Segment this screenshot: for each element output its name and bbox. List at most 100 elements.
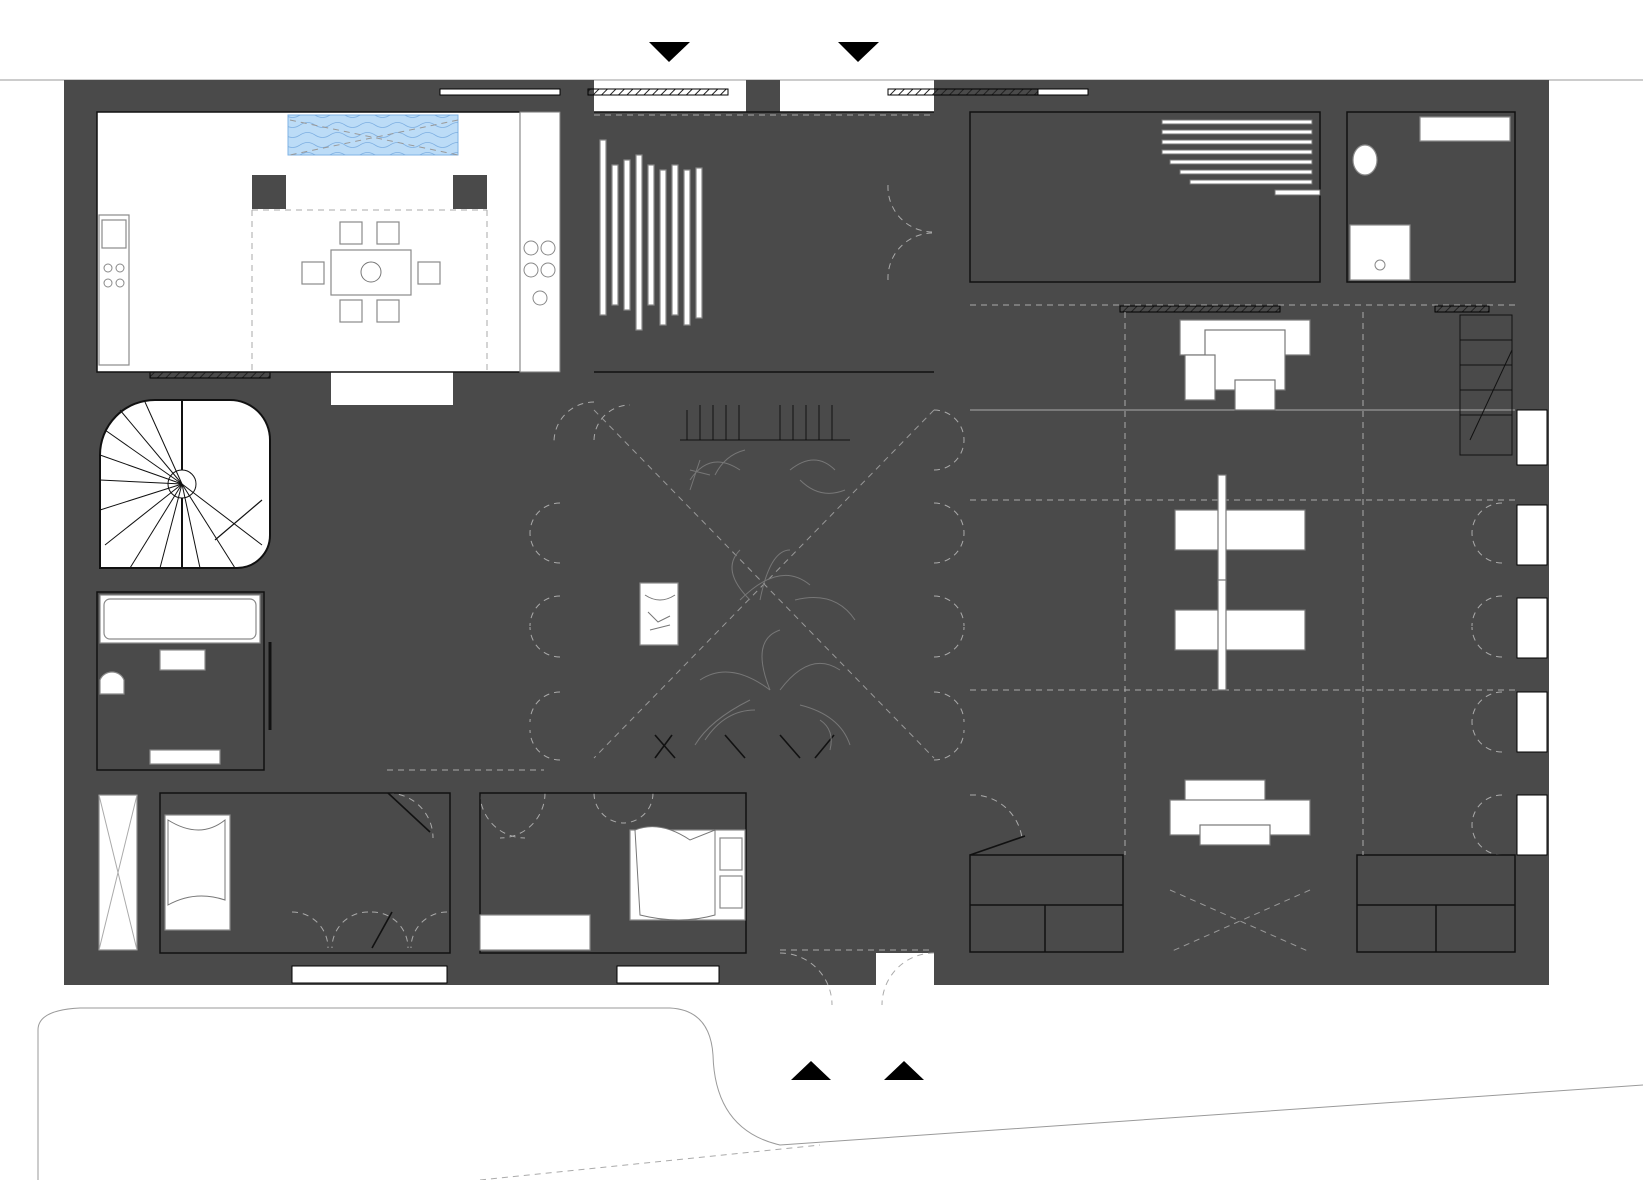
door-bedroom-d (622, 792, 654, 824)
door-entry-top-b (887, 232, 933, 281)
window-shutters-east (1516, 409, 1548, 856)
window-top-1 (587, 88, 729, 96)
wall-bottom-mid (840, 952, 876, 985)
door-hall-2 (593, 404, 631, 441)
window-top-3 (439, 88, 561, 96)
door-court-l6 (529, 729, 561, 761)
storage-shelves (1161, 119, 1321, 196)
wall-washroom-left (1320, 112, 1347, 282)
door-bedroom-a (479, 792, 526, 839)
courtyard-pier-2 (746, 372, 780, 409)
hall-column (453, 568, 477, 592)
bed-icon-main (629, 826, 746, 921)
door-bedroom-c (593, 792, 625, 824)
courtyard-pier-l2 (560, 563, 594, 596)
spiral-stair-icon (99, 399, 271, 569)
door-court-l4 (529, 626, 561, 658)
wardrobe (98, 794, 591, 951)
wall-top-right (934, 80, 1549, 112)
window-top-2 (887, 88, 1039, 96)
window-storage (1119, 305, 1281, 313)
wall-stair-bottom (97, 568, 332, 592)
door-court-l1 (529, 502, 561, 534)
door-leaves (268, 642, 1026, 949)
courtyard-pier-l1 (560, 470, 594, 503)
door-court-r1 (933, 502, 965, 534)
door-workshop-main (969, 794, 1023, 839)
wall-top-left (64, 80, 594, 112)
door-court-r6 (933, 729, 965, 761)
courtyard-pier-l3 (560, 657, 594, 692)
wall-workshop-left-lower3 (934, 657, 970, 692)
door-court-r5 (933, 691, 965, 723)
wall-kitchen-right (560, 80, 594, 405)
bench-cabinets (970, 904, 1515, 952)
door-court-r3 (933, 595, 965, 627)
bed-icon (164, 814, 231, 931)
courtyard-pier-b1 (653, 758, 687, 793)
pier-b (453, 175, 487, 209)
window-bottom-mid (616, 965, 720, 984)
courtyard-pier-3 (840, 372, 874, 409)
palm-tree-icon (689, 449, 856, 751)
door-workshop-e2 (1471, 532, 1503, 564)
wall-workshop-left-lower2 (934, 563, 970, 593)
window-top-4 (1037, 88, 1089, 96)
wall-left (64, 80, 97, 985)
door-bedroom-b (499, 792, 546, 839)
door-court-l5 (529, 691, 561, 723)
machine-icon (1169, 319, 1311, 846)
windows (149, 88, 1490, 984)
wall-workshop-lower-block-a (934, 855, 970, 955)
window-bottom-left (291, 965, 448, 984)
door-hall-1 (553, 401, 595, 443)
wall-bottom-right (934, 952, 1549, 985)
entrance-arrows-top (649, 42, 879, 62)
courtyard-pier-b2 (746, 758, 780, 955)
courtyard-pier-1 (653, 372, 687, 409)
door-main-bottom-a (779, 952, 833, 1006)
door-workshop-e5 (1471, 691, 1503, 723)
toilet-icon (1349, 116, 1511, 281)
door-court-r0b (933, 439, 965, 471)
doors (291, 184, 1503, 1006)
door-entry-top-a (887, 184, 933, 233)
wall-bath-right (264, 592, 286, 770)
door-court-r4 (933, 626, 965, 658)
door-court-l3 (529, 595, 561, 627)
wall-bath-bottom (97, 770, 387, 793)
door-court-r2 (933, 532, 965, 564)
courtyard-lounger (639, 582, 679, 646)
entrance-arrows-bottom (791, 1061, 924, 1080)
door-workshop-e1 (1471, 502, 1503, 534)
wall-workshop-left-mid (934, 280, 970, 410)
bathtub-icon (99, 594, 261, 765)
site-path-dashed (479, 1144, 821, 1180)
door-main-bottom-b (881, 952, 935, 1006)
wall-stair-right (285, 478, 332, 570)
wall-kitchen-bottom (453, 372, 594, 405)
door-court-l2 (529, 532, 561, 564)
door-workshop-e4 (1471, 626, 1503, 658)
pier-a (252, 175, 286, 209)
door-workshop-e7 (1471, 794, 1503, 826)
gallery-benches (599, 139, 703, 331)
workshop-stair (1459, 314, 1513, 456)
door-bedroom-small (387, 792, 434, 839)
wall-workshop-left-lower (934, 470, 970, 500)
pool-top-left-waves (288, 115, 458, 155)
wall-workshop-lower-block-c (1310, 855, 1357, 955)
kitchen-counter (98, 111, 561, 373)
courtyard-pier-l4 (544, 760, 594, 792)
wall-workshop-left-lower4 (934, 760, 970, 792)
door-workshop-e6 (1471, 721, 1503, 753)
wall-workshop-lower-block-b (1123, 855, 1170, 955)
window-kitchen (149, 371, 271, 379)
courtyard-pier-b3 (840, 758, 874, 793)
dining-table-icon (301, 221, 441, 323)
door-court-r0 (933, 409, 965, 441)
wall-bedrooms-mid (450, 770, 480, 953)
wall-top-center (746, 80, 780, 114)
door-workshop-e3 (1471, 595, 1503, 627)
site-path-curve (37, 1007, 1643, 1180)
